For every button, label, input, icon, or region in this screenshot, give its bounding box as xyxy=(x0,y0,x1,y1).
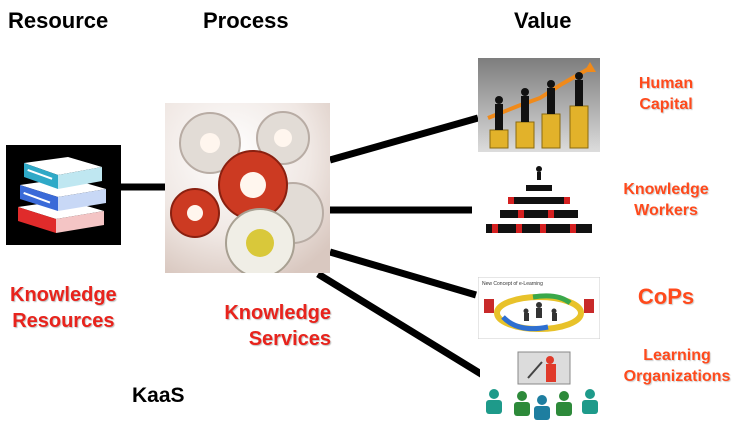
value-cops-line1: CoPs xyxy=(637,284,695,309)
value-human-capital-line2: Capital xyxy=(639,96,693,113)
header-value: Value xyxy=(514,8,572,33)
value-knowledge-workers: Knowledge Workers xyxy=(604,179,728,221)
knowledge-services-label: Knowledge Services xyxy=(203,300,331,352)
learning-cycle-icon: New Concept of e-Learning xyxy=(478,277,600,339)
value-human-capital: Human Capital xyxy=(620,73,712,115)
knowledge-resources-line1: Knowledge xyxy=(10,284,117,306)
business-people-coins-icon xyxy=(478,58,600,152)
teacher-classroom-icon xyxy=(480,348,602,422)
header-resource: Resource xyxy=(8,8,109,33)
books-icon xyxy=(6,145,121,245)
header-process: Process xyxy=(203,8,289,33)
people-pyramid-icon xyxy=(478,165,600,243)
kaas-label: KaaS xyxy=(132,384,185,407)
connector-learning-organizations xyxy=(316,271,488,380)
gears-icon xyxy=(165,103,330,273)
knowledge-resources-label: Knowledge Resources xyxy=(10,282,117,334)
knowledge-services-line2: Services xyxy=(248,328,331,350)
value-learning-organizations: Learning Organizations xyxy=(607,345,746,387)
value-human-capital-line1: Human xyxy=(638,75,694,92)
value-learning-organizations-line1: Learning xyxy=(643,347,711,364)
value-learning-organizations-line2: Organizations xyxy=(623,368,731,385)
knowledge-services-line1: Knowledge xyxy=(224,302,331,324)
value-cops: CoPs xyxy=(620,284,712,310)
value-knowledge-workers-line2: Workers xyxy=(634,202,698,219)
knowledge-resources-line2: Resources xyxy=(12,310,115,332)
value-knowledge-workers-line1: Knowledge xyxy=(623,181,709,198)
connector-cops xyxy=(329,248,477,299)
connector-human-capital xyxy=(329,114,479,164)
cops-image-caption: New Concept of e-Learning xyxy=(482,281,543,287)
